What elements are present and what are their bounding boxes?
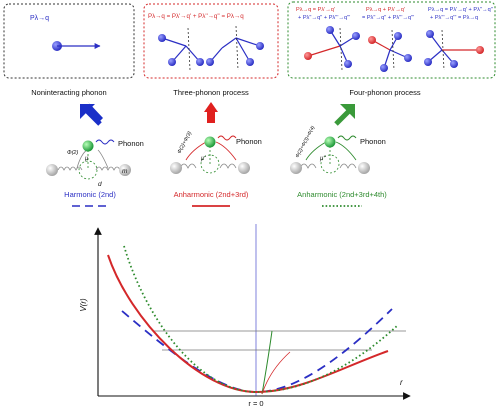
phonon-atom (196, 58, 204, 66)
phonon-atom (256, 42, 264, 50)
phonon-label: Phonon (236, 137, 262, 146)
x-axis-label: r (400, 378, 403, 387)
lattice-atom (358, 162, 370, 174)
central-atom (204, 136, 216, 148)
green-marker-curve (261, 330, 273, 395)
mass-label: m (122, 168, 128, 175)
panel-equation: + Pλ''→q'' + Pλ'''→q''' (298, 15, 350, 21)
model-label: Anharmonic (2nd+3rd) (174, 190, 249, 199)
panel-frame (3, 3, 135, 79)
spacing-label: d (98, 181, 102, 188)
harmonic-curve (121, 308, 393, 393)
arrow-to-four-phonon (334, 104, 355, 126)
four-phonon-diagram (368, 29, 412, 72)
phonon-atom (206, 58, 214, 66)
zero-label: r = 0 (248, 399, 263, 408)
model-label: Anharmonic (2nd+3rd+4th) (297, 190, 387, 199)
panel-caption: Three-phonon process (173, 88, 249, 97)
panel-caption: Noninteracting phonon (31, 88, 106, 97)
four-phonon-diagram (424, 29, 484, 71)
four-phonon-diagram (304, 26, 360, 71)
panel-equation: Pλ→q = Pλ'→q' (296, 7, 335, 13)
panel-equation: Pλ→q = Pλ'→q' + Pλ''→q'' = Pλ→q (148, 13, 244, 20)
mu-label: μ' (200, 156, 206, 162)
potential-plot: V(r) r r = 0 (79, 224, 411, 408)
phonon-atom (158, 34, 166, 42)
phi-label: Φ(2)+Φ(3) (176, 130, 193, 155)
panel-caption: Four-phonon process (349, 88, 421, 97)
panel-equation: + Pλ'''→q''' = Pλ→q (430, 15, 478, 21)
lattice-atom (46, 164, 58, 176)
phonon-atom (168, 58, 176, 66)
lattice-atom (238, 162, 250, 174)
model-anharmonic-4th: Phonon Φ(2)+Φ(3)+Φ(4) μ'' (290, 125, 386, 174)
lattice-atom (170, 162, 182, 174)
anharmonic-3rd-curve (107, 254, 389, 394)
model-harmonic: Phonon Φ(2) μ m d (46, 139, 144, 188)
y-axis-label: V(r) (79, 298, 88, 312)
arrow-to-noninteracting (80, 101, 103, 126)
panel-equation: Pλ→q = Pλ'→q' + Pλ''→q'' (428, 7, 493, 13)
phi-label: Φ(2)+Φ(3)+Φ(4) (294, 125, 316, 159)
mu-label: μ'' (319, 156, 326, 162)
model-label: Harmonic (2nd) (64, 190, 116, 199)
panel-equation: = Pλ''→q'' + Pλ'''→q''' (362, 15, 414, 21)
panel-frame (287, 1, 496, 79)
panel-four-phonon: Pλ→q = Pλ'→q' + Pλ''→q'' + Pλ'''→q''' Pλ… (287, 1, 496, 79)
panel-three-phonon: Pλ→q = Pλ'→q' + Pλ''→q'' = Pλ→q (143, 3, 279, 79)
phonon-atom (246, 58, 254, 66)
panel-noninteracting: Pλ→q (3, 3, 135, 79)
panel-equation: Pλ→q (30, 15, 49, 22)
phi-label: Φ(2) (67, 150, 78, 156)
model-anharmonic-3rd: Phonon Φ(2)+Φ(3) μ' (170, 130, 262, 174)
lattice-atom (119, 164, 131, 176)
lattice-atom (290, 162, 302, 174)
central-atom (324, 136, 336, 148)
panel-equation: Pλ→q + Pλ'→q' (366, 7, 405, 13)
phonon-label: Phonon (118, 139, 144, 148)
central-atom (82, 140, 94, 152)
anharmonic-4th-curve (123, 245, 399, 393)
mu-label: μ (84, 156, 89, 162)
phonon-label: Phonon (360, 137, 386, 146)
arrow-to-three-phonon (204, 102, 218, 123)
red-marker-curve (261, 351, 291, 395)
panel-frame (143, 3, 279, 79)
